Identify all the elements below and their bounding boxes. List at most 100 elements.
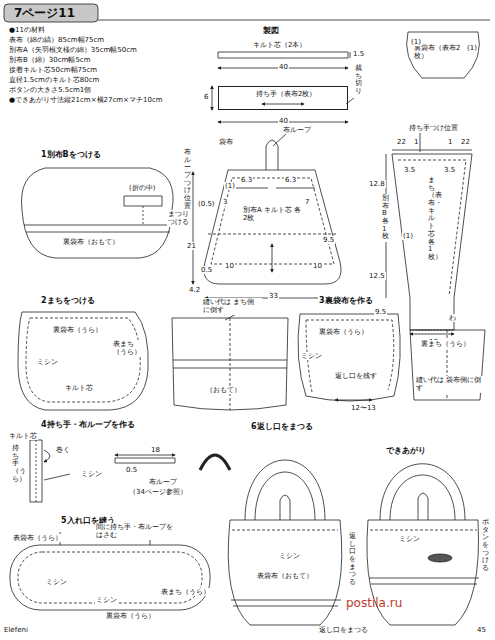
annotation: (0.5): [197, 200, 216, 208]
annotation: 巻く: [55, 446, 71, 454]
annotation: 0.5: [200, 266, 213, 274]
piece-line: [204, 170, 341, 284]
annotation: Elefeni: [3, 626, 29, 634]
annotation: 返し口をまつる: [349, 532, 356, 588]
step-heading: 2まちをつける: [40, 296, 96, 306]
step1-bag-stroke: [124, 196, 162, 206]
annotation: ミシン: [80, 470, 103, 478]
annotation: わ: [448, 314, 457, 322]
handle-dimensions-stroke: [212, 86, 213, 110]
finished-bag-left-stroke: [231, 600, 341, 601]
annotation: (1): [402, 232, 414, 240]
step1-bag-stroke: [21, 168, 173, 258]
step3-lining-stroke: [335, 395, 372, 397]
finished-bag-right-stroke: [369, 578, 479, 579]
annotation: 10: [224, 262, 235, 270]
annotation: (1): [224, 182, 236, 190]
annotation: 7: [304, 198, 310, 206]
step1-bag: [21, 168, 173, 258]
step4-handle-stroke: [30, 440, 42, 502]
annotation: ミシン: [36, 358, 59, 366]
annotation: (1): [410, 38, 422, 46]
piece-line: [398, 160, 466, 296]
annotation: ミシン: [45, 578, 68, 586]
annotation: ●11の材料: [8, 26, 46, 34]
bag-dimensions-stroke: [273, 134, 286, 146]
bag-dimensions-stroke: [276, 188, 315, 189]
annotation: (1): [466, 44, 478, 52]
finished-bag-left-stroke: [233, 606, 338, 607]
annotation: （おもて）: [205, 386, 242, 394]
sewing-illustration-stroke: [4, 4, 490, 625]
handle-pattern: 持ち手（表布2枚）: [218, 86, 348, 110]
annotation: 直径1.5cmのキルト芯80cm: [8, 76, 100, 84]
annotation: 12〜13: [350, 404, 377, 412]
annotation: 接着キルト芯50cm幅75cm: [8, 66, 98, 74]
annotation: 3: [222, 198, 228, 206]
step2-flat-bag-stroke: [26, 318, 140, 402]
annotation: 40: [278, 63, 289, 71]
piece-name: まち（表布・キルト芯 各1枚）: [428, 176, 435, 263]
finished-bag-left-stroke: [255, 472, 315, 520]
annotation: 返し口を残す: [334, 372, 378, 380]
quilt-strip-stroke: [218, 52, 348, 58]
annotation: 別布B（綿）30cm幅5cm: [8, 56, 92, 64]
step4-handle: [30, 440, 70, 502]
gusset-dimensions-stroke: [410, 334, 454, 335]
annotation: 9.5: [374, 308, 387, 316]
annotation: 縫い代は まち側に倒す: [202, 298, 262, 315]
annotation: まつり つける: [167, 210, 191, 227]
finished-bag-left-stroke: [245, 460, 325, 520]
title-band: [4, 4, 490, 22]
step4-loop-stroke: [115, 458, 175, 463]
step3-lining-stroke: [335, 400, 372, 401]
annotation: 0.5: [125, 466, 138, 474]
annotation: 裏袋布（うら）: [52, 326, 103, 334]
step2-flat-bag: [18, 312, 148, 410]
annotation: 3.5: [443, 166, 456, 174]
annotation: ミシン: [300, 352, 323, 360]
annotation: 表布（綿の縞）85cm幅75cm: [8, 36, 105, 44]
annotation: 21: [186, 242, 197, 250]
step2-bag-3d-stroke: [230, 318, 231, 410]
page-title: 7ページ11: [14, 5, 75, 22]
step2-flat-bag-stroke: [18, 312, 148, 410]
step2-bag-3d-stroke: [172, 318, 288, 410]
annotation: 別布B 各1枚: [382, 194, 389, 242]
finished-bag-left-stroke: [228, 520, 342, 625]
step3-lining-stroke: [298, 314, 400, 401]
annotation: ボタンをつける: [482, 518, 489, 574]
annotation: 間に持ち手・布ループを はさむ: [95, 523, 177, 540]
annotation: 6.3: [284, 176, 297, 184]
step4-handle-stroke: [44, 474, 70, 480]
annotation: ミシン: [398, 535, 421, 543]
finished-bag-right-stroke: [380, 464, 465, 520]
piece-note: 別布A キルト芯 各2枚: [242, 206, 304, 223]
step4-handle-stroke: [44, 450, 50, 462]
annotation: ボタンの大きさ5.5cm1個: [8, 86, 92, 94]
annotation: 1: [413, 138, 419, 146]
annotation: 裁ち切り: [355, 64, 362, 97]
annotation: (折の中): [128, 184, 156, 192]
step-heading: 4持ち手・布ループを作る: [40, 420, 136, 430]
annotation: 布ループつけ位置: [184, 148, 191, 212]
annotation: 返し口をまつる: [318, 626, 369, 634]
annotation: 1.5: [352, 50, 365, 58]
annotation: 6.3: [240, 176, 253, 184]
annotation: 3.5: [403, 166, 416, 174]
annotation: 表袋布（うら）: [12, 534, 63, 542]
annotation: 6: [203, 93, 209, 101]
step-heading: できあがり: [385, 446, 427, 456]
finished-bag-right-stroke: [371, 584, 477, 585]
step-heading: 3裏袋布を作る: [318, 296, 374, 306]
bag-dimensions: [193, 134, 340, 298]
step-heading: 製図: [262, 26, 280, 36]
step4-loop-stroke: [200, 455, 230, 470]
annotation: 33: [268, 292, 279, 300]
bag-body-pattern: 袋布別布A キルト芯 各2枚: [200, 132, 345, 292]
finished-bag-right-stroke: [390, 475, 455, 520]
annotation: 裏まち（うら）: [420, 340, 471, 348]
annotation: 表袋布（おもて）: [256, 572, 314, 580]
handle-dimensions-stroke: [262, 104, 304, 105]
